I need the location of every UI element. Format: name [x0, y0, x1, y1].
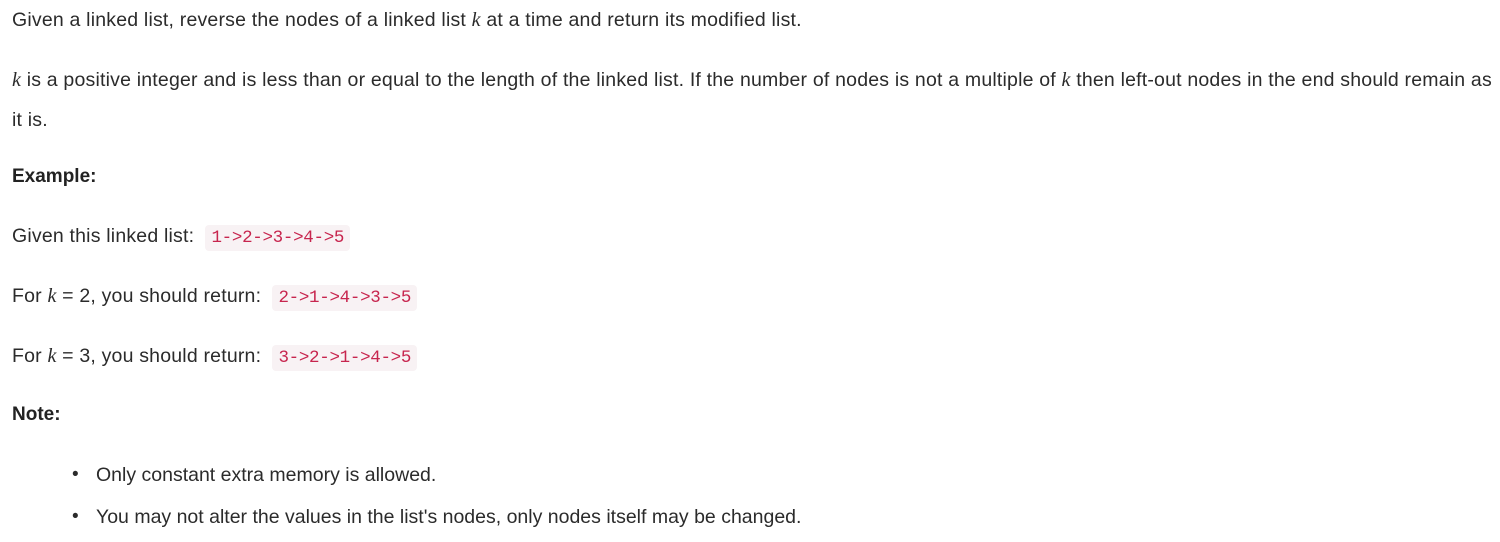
variable-k: k	[1061, 69, 1071, 91]
list-item: You may not alter the values in the list…	[72, 496, 1492, 538]
variable-k: k	[47, 345, 57, 367]
spacer	[12, 430, 1492, 454]
note-heading: Note:	[12, 404, 61, 425]
variable-k: k	[12, 69, 22, 91]
constraint-paragraph: k is a positive integer and is less than…	[12, 60, 1492, 140]
case-middle: = 2, you should return:	[56, 285, 262, 307]
list-item: Only constant extra memory is allowed.	[72, 454, 1492, 496]
given-list-code: 1->2->3->4->5	[205, 225, 351, 251]
problem-statement-paragraph: Given a linked list, reverse the nodes o…	[12, 0, 1492, 40]
note-item-text: You may not alter the values in the list…	[96, 506, 802, 528]
note-item-text: Only constant extra memory is allowed.	[96, 464, 437, 486]
spacer	[12, 40, 1492, 60]
case-result-code: 3->2->1->4->5	[272, 345, 418, 371]
spacer	[12, 192, 1492, 216]
spacer	[12, 378, 1492, 400]
case-prefix: For	[12, 345, 48, 367]
spacer	[12, 140, 1492, 162]
case-result-code: 2->1->4->3->5	[272, 285, 418, 311]
constraint-text-second: then left-out nodes in the end should re…	[12, 69, 1492, 131]
given-list-label: Given this linked list:	[12, 225, 195, 247]
variable-k: k	[471, 9, 481, 31]
note-list: Only constant extra memory is allowed. Y…	[12, 454, 1492, 538]
spacer	[12, 318, 1492, 336]
example-case-k3: For k = 3, you should return: 3->2->1->4…	[12, 336, 1492, 378]
case-prefix: For	[12, 285, 48, 307]
constraint-text-first: is a positive integer and is less than o…	[21, 69, 1062, 91]
example-given-line: Given this linked list: 1->2->3->4->5	[12, 216, 1492, 258]
example-heading: Example:	[12, 166, 97, 187]
spacer	[12, 258, 1492, 276]
variable-k: k	[47, 285, 57, 307]
case-middle: = 3, you should return:	[56, 345, 262, 367]
statement-text-lead: Given a linked list, reverse the nodes o…	[12, 9, 472, 31]
example-case-k2: For k = 2, you should return: 2->1->4->3…	[12, 276, 1492, 318]
statement-text-tail: at a time and return its modified list.	[480, 9, 802, 31]
